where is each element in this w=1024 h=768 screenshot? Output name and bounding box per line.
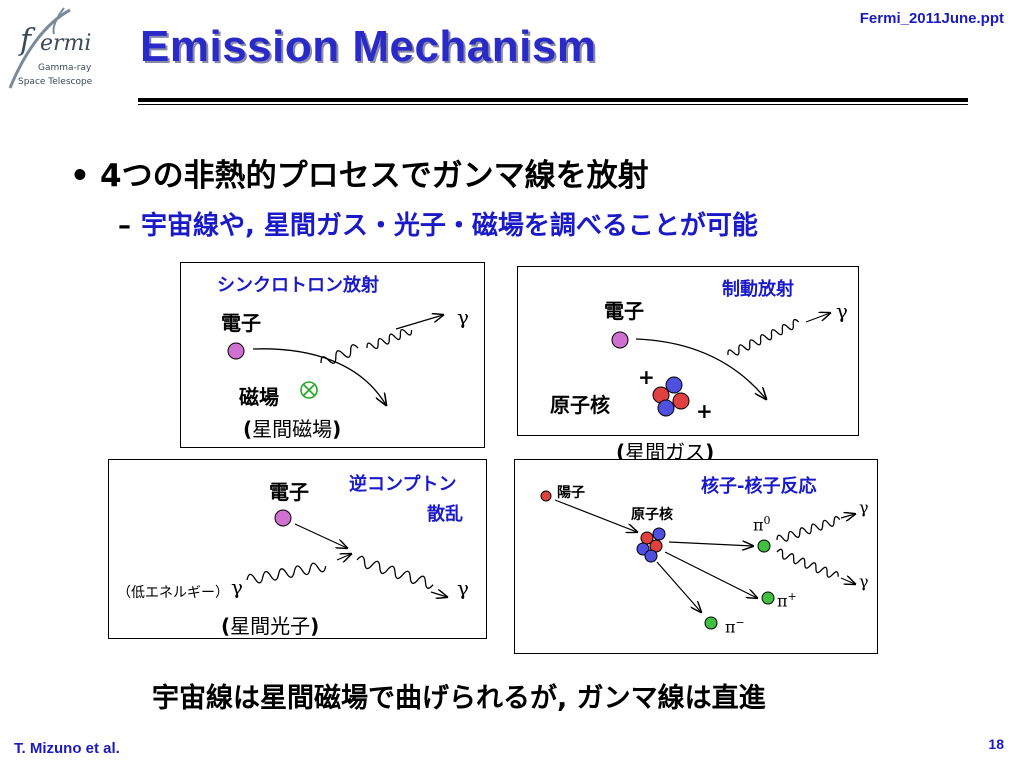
synchrotron-diagram: [227, 263, 484, 447]
plus-sign-2: +: [696, 399, 713, 423]
pi-plus-label: π+: [777, 590, 797, 611]
panel-bremsstrahlung: 制動放射 電子 γ 原子核 + +: [517, 266, 859, 436]
title-rule-thick: [138, 98, 968, 102]
nucleon-gamma-2: γ: [859, 572, 869, 591]
footer-author: T. Mizuno et al.: [14, 740, 120, 757]
panel-nucleon-nucleon: 核子-核子反応 陽子 原子核 π0 π+ π− γ γ: [514, 459, 878, 654]
conclusion-text: 宇宙線は星間磁場で曲げられるが, ガンマ線は直進: [152, 683, 766, 714]
bremsstrahlung-nucleus-label: 原子核: [550, 393, 610, 417]
outgoing-gamma-wave: [356, 555, 434, 589]
inverse-compton-electron-label: 電子: [269, 480, 309, 504]
gamma-wave: [320, 344, 359, 364]
inverse-compton-title-2: 散乱: [427, 504, 463, 525]
bremsstrahlung-electron-label: 電子: [604, 299, 644, 323]
nucleus-cluster: [644, 549, 658, 563]
panel-inverse-compton: 逆コンプトン 散乱 電子 （低エネルギー） γ γ (星間光子): [108, 459, 487, 639]
title-rule-thin: [138, 104, 968, 105]
pi0-label: π0: [753, 514, 771, 535]
gamma-wave: [727, 318, 800, 356]
svg-text:f: f: [18, 23, 36, 58]
inverse-compton-diagram: [246, 509, 486, 638]
low-energy-label: （低エネルギー）: [117, 585, 229, 601]
incoming-gamma: γ: [231, 575, 243, 599]
inverse-compton-title-1: 逆コンプトン: [349, 474, 457, 495]
electron-particle: [227, 342, 245, 360]
page-title: Emission Mechanism: [140, 22, 597, 71]
bremsstrahlung-gamma: γ: [836, 299, 848, 323]
bullet-main-text: 4つの非熱的プロセスでガンマ線を放射: [100, 158, 649, 194]
file-name: Fermi_2011June.ppt: [859, 10, 1004, 27]
bremsstrahlung-diagram: [611, 267, 858, 417]
proton-label: 陽子: [557, 485, 585, 501]
synchrotron-source: (星間磁場): [243, 417, 342, 441]
page-number: 18: [988, 736, 1004, 752]
logo-line1: Gamma-ray: [38, 63, 92, 73]
synchrotron-electron-label: 電子: [221, 311, 261, 335]
nucleon-title: 核子-核子反応: [701, 476, 817, 497]
inverse-compton-source: (星間光子): [221, 614, 320, 638]
synchrotron-field-label: 磁場: [239, 385, 279, 409]
fermi-logo: f ermi Gamma-ray Space Telescope: [4, 4, 116, 96]
pi-plus-particle: [761, 591, 775, 605]
electron-track: [252, 348, 386, 405]
bullet-sub: –宇宙線や, 星間ガス・光子・磁場を調べることが可能: [118, 205, 758, 242]
electron-particle: [611, 331, 629, 349]
gamma-wave-2: [776, 548, 839, 578]
panel-synchrotron: シンクロトロン放射 電子 γ 磁場 (星間磁場): [180, 262, 485, 448]
nucleon-diagram: [540, 490, 877, 630]
incoming-photon-wave: [246, 562, 327, 584]
outgoing-gamma: γ: [457, 576, 469, 600]
nucleus-cluster: [657, 399, 675, 417]
electron-particle: [274, 509, 292, 527]
logo-line2: Space Telescope: [18, 77, 93, 87]
plus-sign-1: +: [638, 365, 655, 389]
synchrotron-gamma: γ: [457, 305, 469, 329]
electron-track: [635, 338, 766, 399]
proton-particle: [540, 490, 552, 502]
bullet-sub-text: 宇宙線や, 星間ガス・光子・磁場を調べることが可能: [141, 211, 758, 241]
bullet-dash: –: [118, 211, 131, 241]
bullet-dot-icon: •: [70, 158, 90, 194]
bremsstrahlung-title: 制動放射: [722, 279, 794, 300]
pi-minus-label: π−: [725, 616, 745, 637]
gamma-wave-1: [776, 516, 841, 542]
field-into-page-icon: [300, 381, 318, 399]
electron-track: [294, 523, 347, 548]
nucleus-label: 原子核: [631, 507, 673, 523]
logo-name: ermi: [40, 31, 91, 56]
synchrotron-title: シンクロトロン放射: [217, 275, 379, 296]
bullet-main: • 4つの非熱的プロセスでガンマ線を放射: [70, 150, 649, 195]
pi0-particle: [757, 539, 771, 553]
pi-minus-particle: [704, 616, 718, 630]
nucleon-gamma-1: γ: [859, 498, 869, 517]
